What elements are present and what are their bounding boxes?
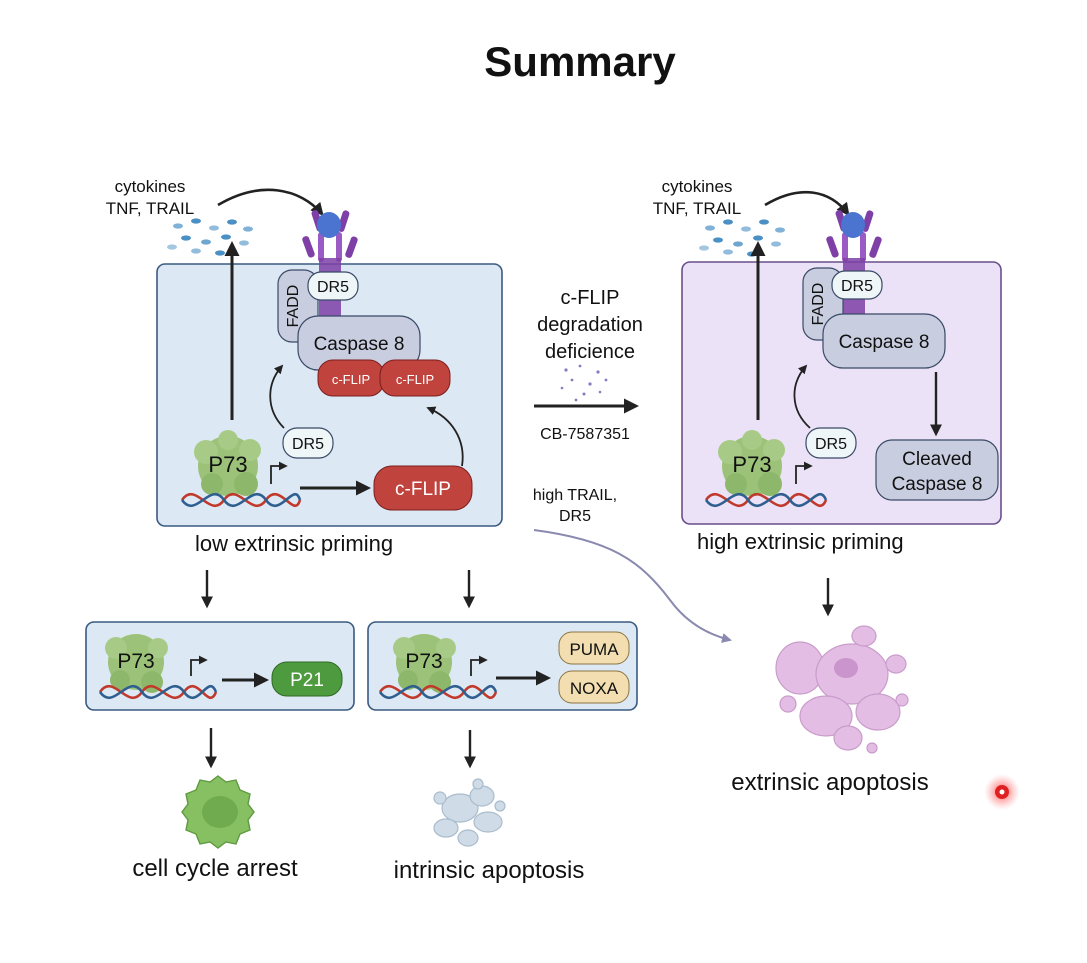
right-dr5-gene-box bbox=[805, 427, 857, 459]
left-cflip-small-2 bbox=[379, 359, 451, 397]
left-caption: low extrinsic priming bbox=[195, 531, 393, 556]
left-dr5-gene-box bbox=[282, 427, 334, 459]
left-dr5-gene-label: DR5 bbox=[292, 436, 324, 453]
red-pointer-dot bbox=[984, 774, 1020, 810]
right-dr5-box bbox=[831, 270, 883, 300]
right-cleaved-label-1: Cleaved bbox=[902, 449, 972, 470]
p21-label: P21 bbox=[290, 670, 324, 691]
left-tss-icon bbox=[270, 461, 288, 484]
left-caspase8-label: Caspase 8 bbox=[314, 334, 405, 355]
right-cleaved-box bbox=[875, 439, 999, 501]
middle-line2: degradation bbox=[537, 314, 643, 336]
puma-p73-blob bbox=[393, 634, 456, 693]
intrinsic-apoptosis-cell-icon bbox=[433, 778, 506, 847]
p21-panel: P73 P21 bbox=[85, 621, 355, 711]
extrinsic-apoptosis-cell-icon bbox=[775, 625, 909, 754]
right-p73-label: P73 bbox=[732, 452, 771, 477]
intrinsic-apoptosis-label: intrinsic apoptosis bbox=[394, 857, 585, 884]
left-dna-icon bbox=[180, 492, 302, 508]
right-p73-blob bbox=[718, 430, 785, 496]
left-panel: cytokines TNF, TRAIL bbox=[106, 177, 503, 556]
right-dna-icon bbox=[704, 492, 828, 508]
degradation-fragments-icon bbox=[560, 364, 608, 402]
extrinsic-apoptosis-label: extrinsic apoptosis bbox=[731, 769, 928, 796]
left-fadd-label: FADD bbox=[285, 285, 302, 328]
puma-p73-label: P73 bbox=[405, 650, 442, 673]
right-cytokines-label: cytokines bbox=[662, 177, 733, 196]
noxa-label: NOXA bbox=[570, 679, 619, 698]
right-caption: high extrinsic priming bbox=[697, 529, 904, 554]
middle-line1: c-FLIP bbox=[561, 287, 620, 309]
right-tss-icon bbox=[795, 461, 813, 484]
noxa-box bbox=[558, 670, 630, 704]
right-panel: cytokines TNF, TRAIL bbox=[653, 177, 1002, 554]
p21-p73-blob bbox=[105, 634, 168, 693]
p21-p73-label: P73 bbox=[117, 650, 154, 673]
drug-label: CB-7587351 bbox=[540, 426, 630, 443]
puma-dna-icon bbox=[378, 684, 498, 700]
right-dr5-label: DR5 bbox=[841, 278, 873, 295]
left-cflip-small-1-label: c-FLIP bbox=[332, 372, 370, 387]
right-caspase8-label: Caspase 8 bbox=[839, 332, 930, 353]
p21-dna-icon bbox=[98, 684, 218, 700]
left-cytokine-dots bbox=[167, 218, 253, 256]
p21-tss-icon bbox=[190, 655, 208, 676]
puma-label: PUMA bbox=[569, 640, 619, 659]
left-dr5-curve-arrow bbox=[269, 364, 285, 429]
arrested-cell-icon bbox=[181, 775, 255, 849]
p21-box bbox=[271, 661, 343, 697]
page-title: Summary bbox=[484, 38, 676, 85]
right-cleaved-label-2: Caspase 8 bbox=[892, 474, 983, 495]
left-cflip-small-2-label: c-FLIP bbox=[396, 372, 434, 387]
puma-noxa-panel: P73 PUMA NOXA bbox=[367, 621, 638, 711]
middle-line3: deficience bbox=[545, 341, 635, 363]
trail-label-1: high TRAIL, bbox=[533, 487, 617, 504]
cell-cycle-arrest-label: cell cycle arrest bbox=[132, 855, 298, 882]
trail-label-2: DR5 bbox=[559, 508, 591, 525]
left-dr5-box bbox=[307, 271, 359, 301]
left-cytokine-arrow bbox=[217, 188, 324, 216]
left-cflip-curve-arrow bbox=[426, 406, 464, 467]
left-cytokines-sub: TNF, TRAIL bbox=[106, 199, 194, 218]
right-cytokine-dots bbox=[699, 219, 785, 257]
left-cflip-box bbox=[373, 465, 473, 511]
right-dr5-gene-label: DR5 bbox=[815, 436, 847, 453]
right-cytokines-sub: TNF, TRAIL bbox=[653, 199, 741, 218]
left-p73-label: P73 bbox=[208, 452, 247, 477]
right-dr5-curve-arrow bbox=[793, 364, 811, 429]
middle-transition: c-FLIP degradation deficience CB-7587351… bbox=[533, 287, 732, 643]
right-fadd-label: FADD bbox=[810, 283, 827, 326]
trail-curve-arrow bbox=[533, 529, 732, 643]
puma-box bbox=[558, 631, 630, 665]
left-p73-blob bbox=[194, 430, 261, 496]
left-dr5-label: DR5 bbox=[317, 279, 349, 296]
left-cytokines-label: cytokines bbox=[115, 177, 186, 196]
right-cytokine-arrow bbox=[764, 190, 850, 217]
right-caspase8-box bbox=[822, 313, 946, 369]
left-cflip-label: c-FLIP bbox=[395, 479, 451, 500]
puma-tss-icon bbox=[470, 655, 488, 676]
